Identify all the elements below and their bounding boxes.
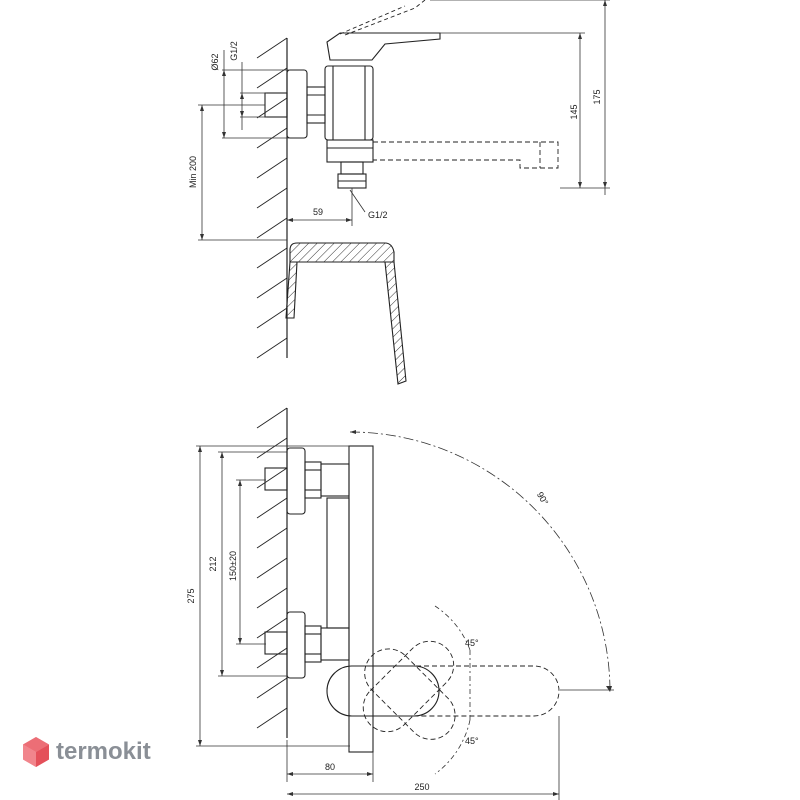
lever-rotated-down [364,648,456,740]
side-view [256,0,559,359]
hexagon-cube-icon [23,737,49,767]
bar-vertical [326,497,350,629]
lever-side [326,32,441,61]
dim-250: 250 [414,782,429,792]
connector-lower [320,627,350,661]
dim-145: 145 [569,104,579,119]
lever-front [326,665,440,717]
mixer-body-front [348,445,374,753]
nut-lower [304,625,322,663]
side-dimension-lines [198,0,610,241]
dim-angle-45-top: 45° [465,638,479,648]
nut-upper [304,461,322,499]
lever-raised-outline [344,0,426,36]
arc-45-lower [434,719,471,775]
escutcheon-top [286,69,308,139]
mixer-body-side [324,65,374,141]
dim-d62: Ø62 [210,53,220,70]
dim-80: 80 [325,762,335,772]
outlet-thread-top [340,161,364,175]
dim-angle-45-bottom: 45° [465,736,479,746]
dim-min200: Min 200 [188,156,198,188]
dim-275: 275 [186,588,196,603]
lever-rotated-up [362,640,455,733]
dim-150: 150±20 [228,551,238,581]
inlet-pipe-upper [264,467,288,491]
arc-45-upper [434,605,471,651]
side-dimension-ticks [200,0,607,240]
dim-angle-90: 90° [535,490,551,507]
dim-175: 175 [592,89,602,104]
wall-hatching-top [256,37,288,359]
front-dimension-lines [196,431,614,800]
escutcheon-upper [286,447,306,515]
outlet-body-side [326,139,374,163]
front-dimension-ticks [198,430,612,796]
dim-g12-bottom: G1/2 [368,210,388,220]
lever-rotated-outline [326,665,560,717]
arc-90 [349,431,611,693]
section-hatch-top [289,242,395,263]
dim-g12-top: G1/2 [229,41,239,61]
section-left-leg [285,261,298,319]
handle-section-profile [285,242,407,385]
brand-logo: termokit [22,736,151,768]
wall-hatching-bottom [256,407,288,729]
connector-upper [320,463,350,497]
escutcheon-lower [286,611,306,679]
brand-name: termokit [56,738,151,765]
spout-outline-side [373,141,559,169]
dim-212: 212 [208,556,218,571]
connector-nut-top [306,86,326,124]
front-view [256,407,560,753]
dim-59: 59 [313,207,323,217]
section-right-leg [384,261,407,385]
